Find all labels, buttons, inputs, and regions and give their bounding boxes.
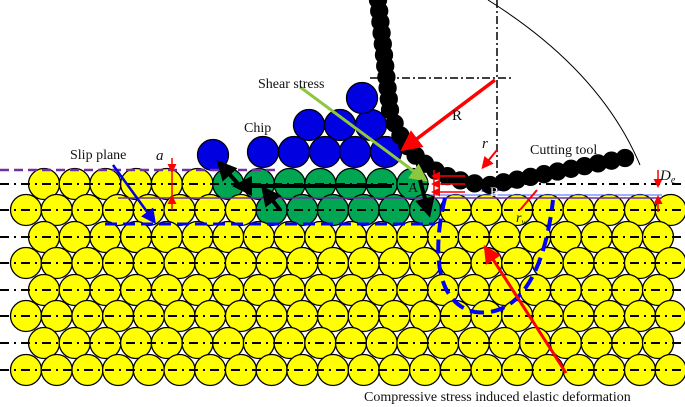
tool-outer-arc (487, 0, 641, 166)
shear-stress-arrow (299, 85, 428, 182)
atom-lattice (9, 81, 685, 387)
center-lines (0, 183, 685, 371)
label-compressive-stress: Compressive stress induced elastic defor… (364, 390, 631, 405)
label-r: r (482, 136, 488, 152)
tool-atoms (368, 0, 635, 195)
label-shear-stress: Shear stress (258, 77, 325, 92)
elastic-zone-boundary (436, 197, 555, 315)
workpiece-atom (623, 193, 657, 227)
chip-atom (292, 108, 326, 142)
workpiece-atom (224, 353, 258, 387)
chip-atom (345, 81, 379, 115)
label-A: A (408, 181, 419, 196)
chip-atom (308, 135, 342, 169)
cutting-force-arrows (431, 170, 465, 198)
R-arrow (400, 78, 497, 152)
label-a: a (156, 148, 164, 164)
workpiece-atom (224, 193, 258, 227)
chip-atom (246, 135, 280, 169)
tool-atom (465, 174, 484, 193)
tool-atom (615, 148, 635, 168)
workpiece-atom (224, 246, 258, 280)
label-slip-plane: Slip plane (70, 148, 126, 163)
label-B: B (490, 184, 499, 199)
workpiece-atom (623, 299, 657, 333)
label-rw: rw (516, 211, 527, 227)
chip-atom (277, 135, 311, 169)
label-De: De (659, 168, 676, 186)
slip-plane-arrow (111, 164, 156, 225)
r-arrow (481, 149, 498, 170)
label-R: R (452, 108, 462, 124)
workpiece-atom (224, 299, 258, 333)
workpiece-atom (623, 353, 657, 387)
label-cutting-tool: Cutting tool (530, 143, 597, 158)
rw-arrow (519, 189, 538, 211)
workpiece-atom (119, 326, 153, 360)
label-chip: Chip (244, 121, 271, 136)
workpiece-atom (623, 246, 657, 280)
atom-motion-arrows (216, 160, 435, 218)
compressive-arrow (483, 244, 568, 374)
chip-atom (338, 135, 372, 169)
